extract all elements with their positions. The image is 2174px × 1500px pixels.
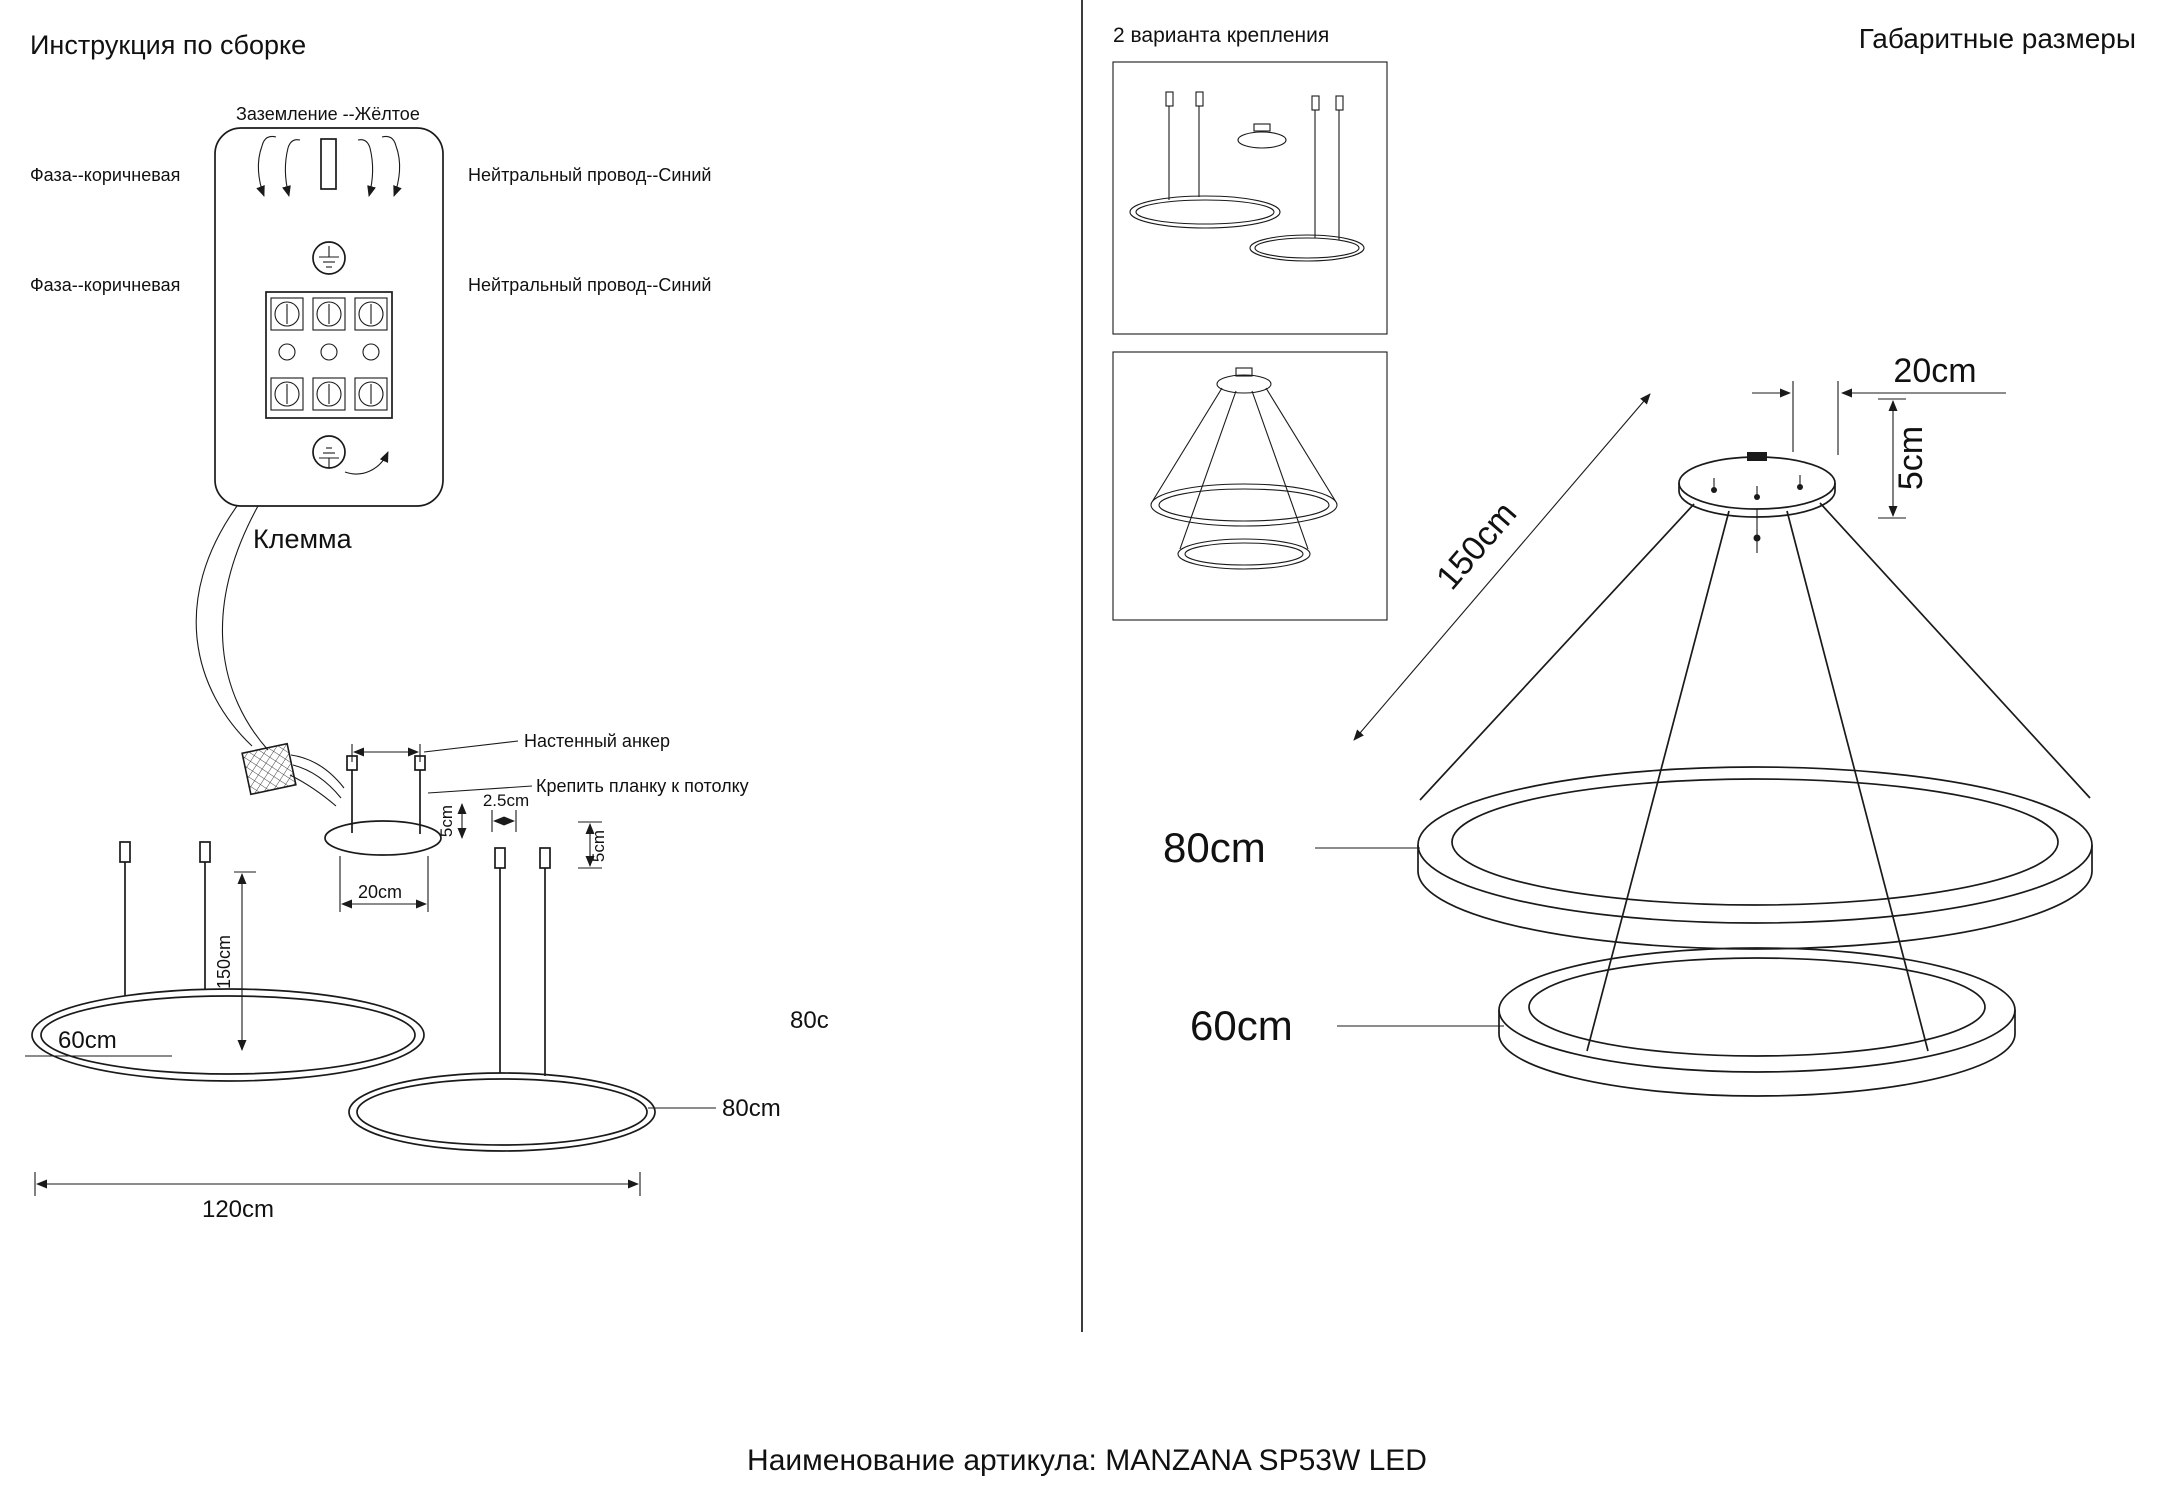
dim-plate-height: 5cm: [437, 803, 467, 839]
terminal-block: [265, 291, 393, 419]
ground-symbol-bottom: [312, 435, 389, 475]
overall-dimensions-title: Габаритные размеры: [1859, 23, 2136, 54]
dim-plate-width: 20cm: [339, 856, 429, 912]
wiring-diagram: Заземление --Жёлтое Фаза--коричневая Ней…: [30, 104, 711, 554]
small-ring-perspective-label: 60cm: [1190, 1002, 1293, 1049]
assembly-title: Инструкция по сборке: [30, 30, 306, 60]
dim-suspension-label: 150cm: [214, 935, 234, 989]
terminal-cables: [195, 505, 269, 751]
ring-large-perspective: [1417, 766, 2093, 950]
mounting-variant-2: [1112, 351, 1388, 621]
ring-labels-left: 60cm 80cm 80c: [25, 1007, 829, 1122]
neutral-wires-right: [357, 135, 402, 197]
attach-plank-label: Крепить планку к потолку: [536, 776, 749, 796]
large-ring-perspective-label: 80cm: [1163, 824, 1266, 871]
terminal-label: Клемма: [253, 524, 353, 554]
large-ring-label: 80cm: [722, 1095, 781, 1122]
dim-anchor-height: 5cm: [578, 821, 608, 869]
mounting-variant-1: [1112, 61, 1388, 335]
ring-small-perspective: [1498, 947, 2016, 1097]
dim-plate-width-perspective-label: 20cm: [1893, 352, 1976, 390]
large-ring-partial-label: 80c: [790, 1007, 829, 1034]
dim-anchor-spacing: 2.5cm: [483, 791, 529, 832]
ring-labels-perspective: 80cm 60cm: [1163, 824, 1504, 1049]
dim-plate-width-label: 20cm: [358, 882, 402, 902]
dim-suspension-perspective-label: 150cm: [1429, 495, 1524, 597]
dim-suspension-left: 150cm: [214, 871, 256, 1051]
wiring-box: [214, 127, 444, 507]
dim-suspension-perspective: 150cm: [1353, 393, 1651, 741]
mounting-variants-title: 2 варианта крепления: [1113, 24, 1329, 47]
dim-anchor-spacing-label: 2.5cm: [483, 791, 529, 810]
variant-2-box: [1112, 351, 1388, 621]
plate-connector: [1747, 452, 1767, 461]
article-name: Наименование артикула: MANZANA SP53W LED: [747, 1444, 1427, 1477]
dim-plate-height-label: 5cm: [437, 805, 456, 837]
ceiling-plate-perspective: [1678, 452, 1836, 553]
plate-callouts: Настенный анкер Крепить планку к потолку: [351, 731, 749, 796]
ground-symbol-top: [312, 241, 346, 275]
ceiling-plate-left: [324, 755, 442, 856]
suspension-wires-perspective: [1419, 502, 2091, 1052]
dim-plate-height-perspective: 5cm: [1878, 398, 1930, 519]
ground-wire-label: Заземление --Жёлтое: [236, 104, 420, 124]
wall-anchor-label: Настенный анкер: [524, 731, 670, 751]
ring-small-left: [31, 988, 425, 1082]
neutral-label-bottom: Нейтральный провод--Синий: [468, 275, 711, 295]
ring-large-left: [348, 1072, 656, 1152]
variant-1-box: [1112, 61, 1388, 335]
small-ring-label: 60cm: [58, 1027, 117, 1054]
connector-block: [241, 742, 345, 807]
neutral-label-top: Нейтральный провод--Синий: [468, 165, 711, 185]
dim-plate-width-perspective: 20cm: [1752, 352, 2006, 455]
dim-overall-width-label: 120cm: [202, 1196, 274, 1223]
dim-overall-width: 120cm: [34, 1172, 641, 1223]
dim-plate-height-perspective-label: 5cm: [1892, 426, 1930, 490]
ground-wire: [320, 138, 337, 190]
dim-anchor-height-label: 5cm: [589, 830, 608, 862]
phase-label-top: Фаза--коричневая: [30, 165, 180, 185]
phase-label-bottom: Фаза--коричневая: [30, 275, 180, 295]
pendant-suspension-left: [119, 841, 551, 1076]
phase-wires-left: [256, 135, 301, 197]
